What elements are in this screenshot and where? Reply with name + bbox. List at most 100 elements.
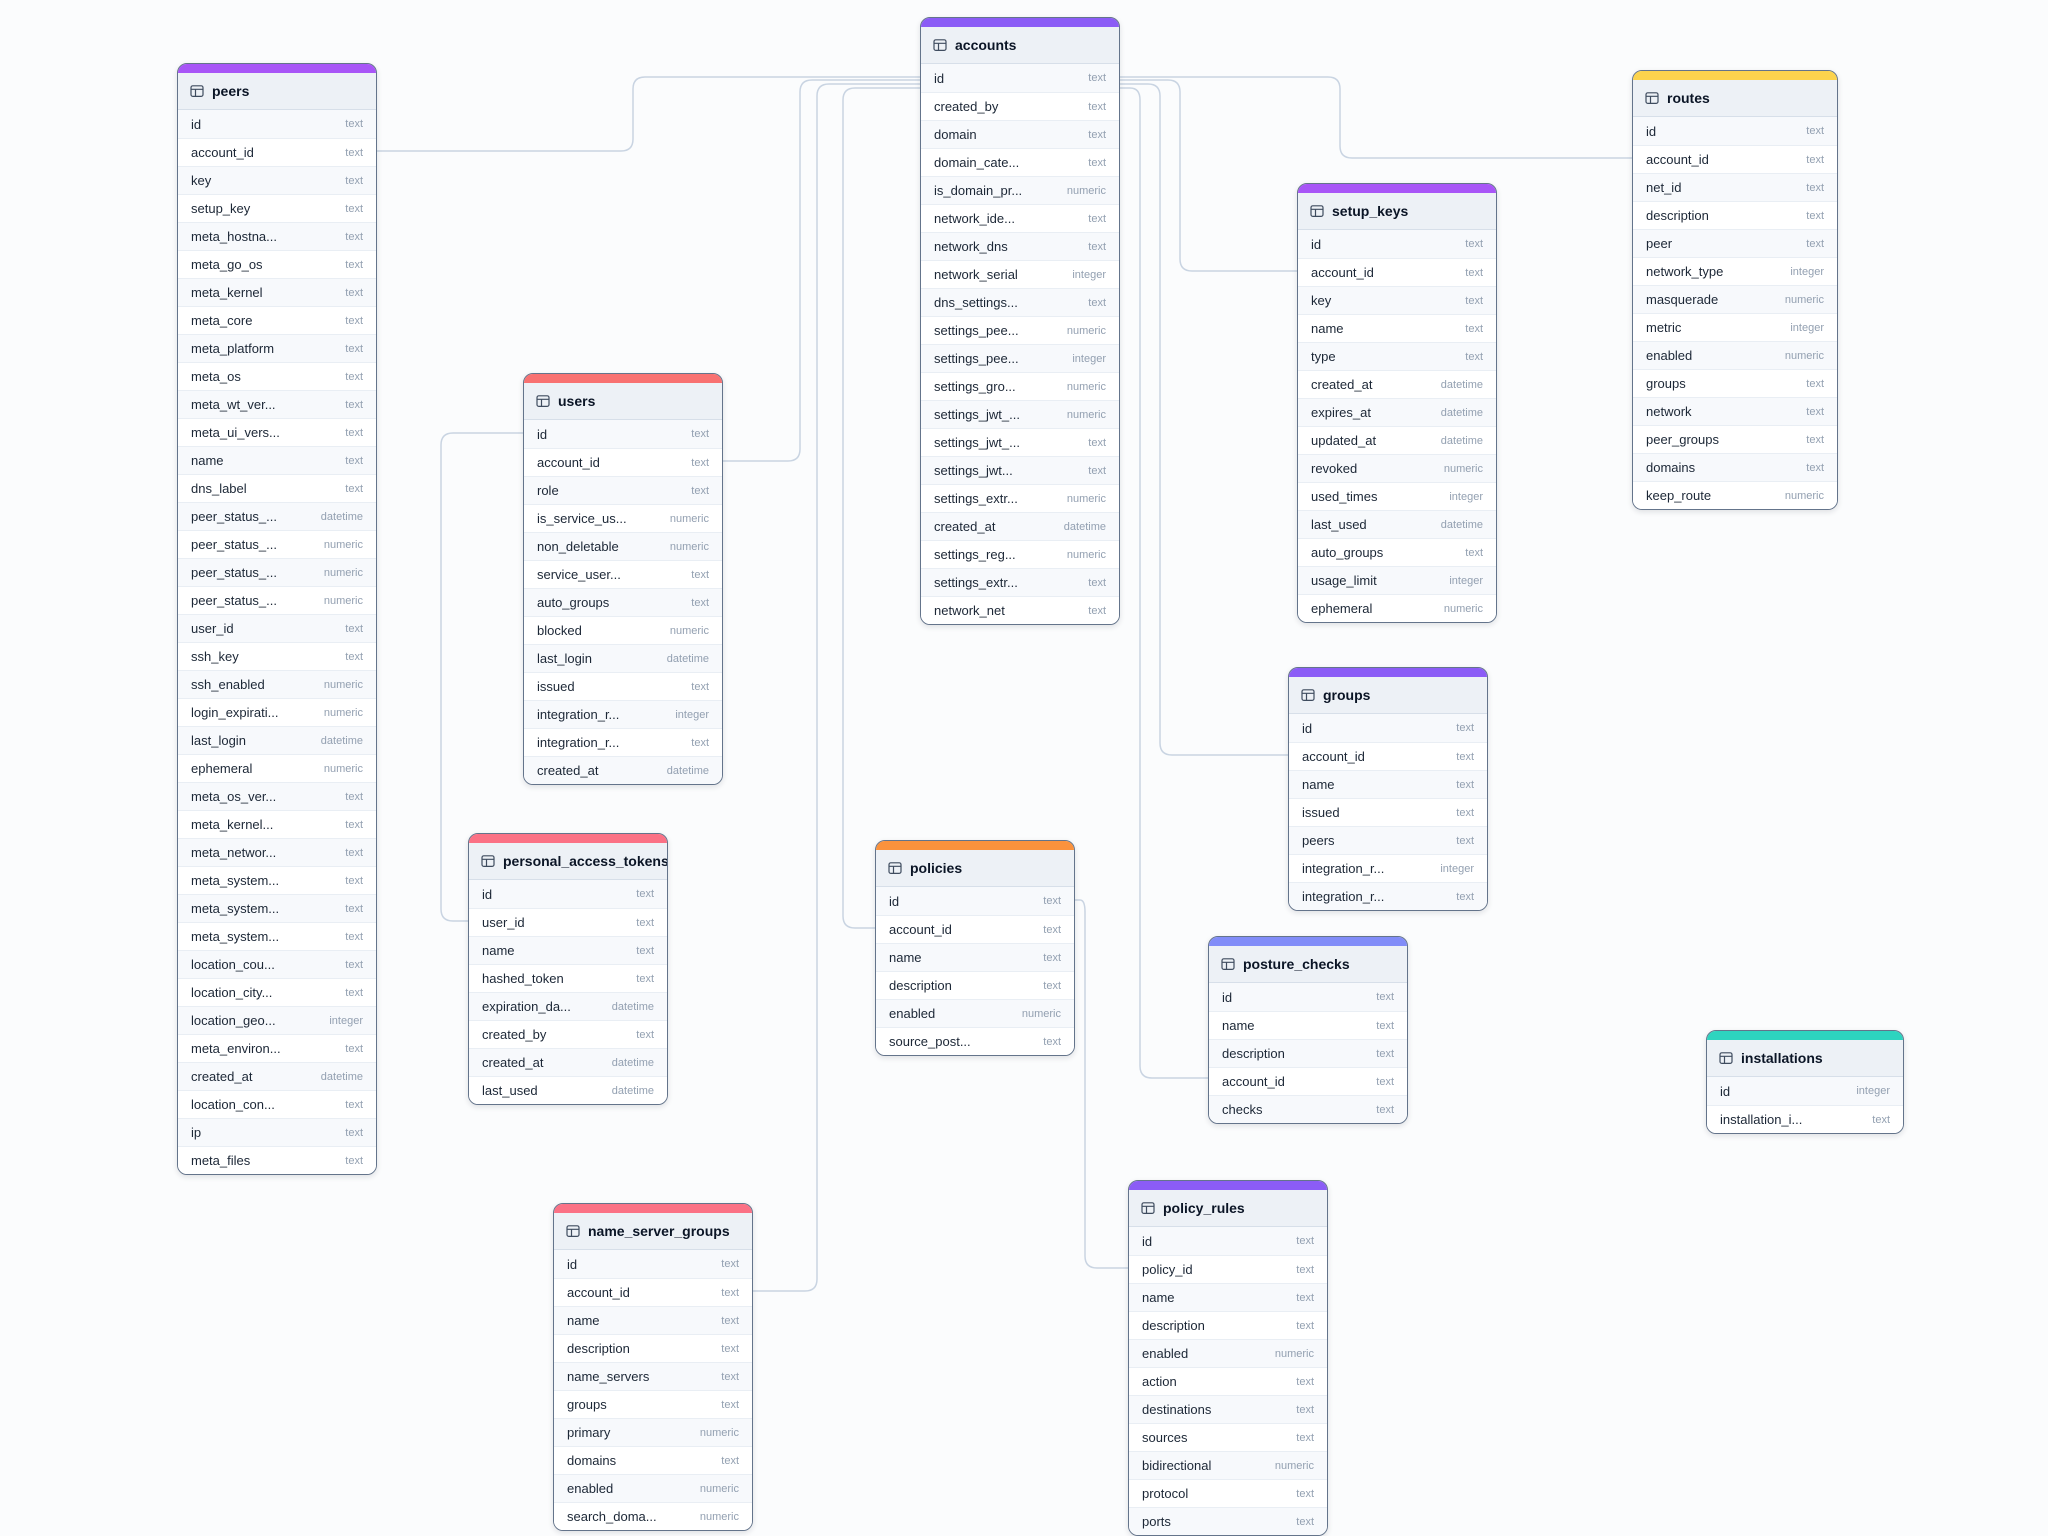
field-row-accounts-dns_settings...[interactable]: dns_settings...text [921, 288, 1119, 316]
field-row-accounts-settings_jwt_...[interactable]: settings_jwt_...numeric [921, 400, 1119, 428]
table-header-routes[interactable]: routes [1633, 80, 1837, 117]
field-row-accounts-settings_jwt_...[interactable]: settings_jwt_...text [921, 428, 1119, 456]
field-row-accounts-domain_cate...[interactable]: domain_cate...text [921, 148, 1119, 176]
table-header-setup_keys[interactable]: setup_keys [1298, 193, 1496, 230]
field-row-peers-meta_os_ver...[interactable]: meta_os_ver...text [178, 782, 376, 810]
field-row-users-integration_r...[interactable]: integration_r...text [524, 728, 722, 756]
field-row-peers-meta_wt_ver...[interactable]: meta_wt_ver...text [178, 390, 376, 418]
field-row-groups-integration_r...[interactable]: integration_r...integer [1289, 854, 1487, 882]
field-row-peers-meta_kernel...[interactable]: meta_kernel...text [178, 810, 376, 838]
table-header-name_server_groups[interactable]: name_server_groups [554, 1213, 752, 1250]
field-row-peers-peer_status_...[interactable]: peer_status_...numeric [178, 586, 376, 614]
field-row-accounts-settings_gro...[interactable]: settings_gro...numeric [921, 372, 1119, 400]
field-row-name_server_groups-search_doma...[interactable]: search_doma...numeric [554, 1502, 752, 1530]
table-header-accounts[interactable]: accounts [921, 27, 1119, 64]
field-row-peers-location_city...[interactable]: location_city...text [178, 978, 376, 1006]
field-row-users-is_service_us...[interactable]: is_service_us...numeric [524, 504, 722, 532]
table-header-installations[interactable]: installations [1707, 1040, 1903, 1077]
field-row-accounts-settings_extr...[interactable]: settings_extr...numeric [921, 484, 1119, 512]
table-header-personal_access_tokens[interactable]: personal_access_tokens [469, 843, 667, 880]
field-row-peers-meta_system...[interactable]: meta_system...text [178, 922, 376, 950]
field-row-peers-login_expirati...[interactable]: login_expirati...numeric [178, 698, 376, 726]
field-row-personal_access_tokens-expiration_da...[interactable]: expiration_da...datetime [469, 992, 667, 1020]
field-row-peers-meta_environ...[interactable]: meta_environ...text [178, 1034, 376, 1062]
field-row-peers-meta_networ...[interactable]: meta_networ...text [178, 838, 376, 866]
field-row-accounts-settings_jwt...[interactable]: settings_jwt...text [921, 456, 1119, 484]
field-row-accounts-settings_pee...[interactable]: settings_pee...numeric [921, 316, 1119, 344]
field-row-peers-peer_status_...[interactable]: peer_status_...datetime [178, 502, 376, 530]
table-header-policy_rules[interactable]: policy_rules [1129, 1190, 1327, 1227]
